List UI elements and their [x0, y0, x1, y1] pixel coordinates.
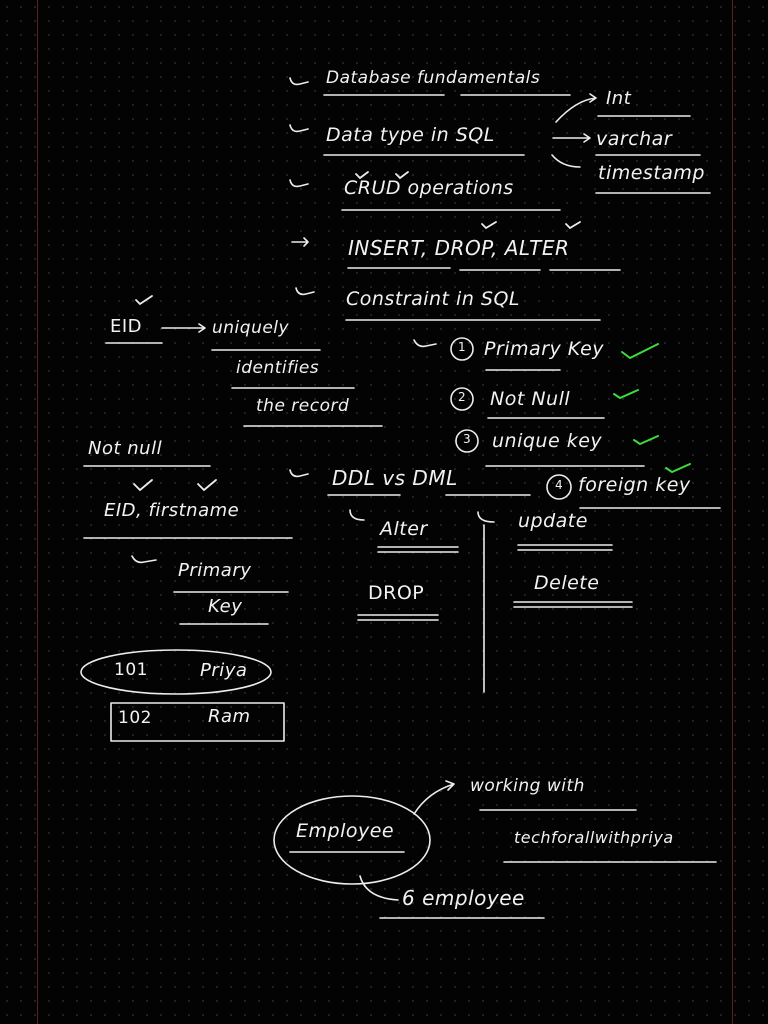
bullet-constraint: Constraint in SQL	[346, 288, 521, 310]
constraint-unique-key: unique key	[492, 430, 603, 452]
constraint-primary-key: Primary Key	[484, 338, 605, 360]
eid-line-uniquely: uniquely	[212, 318, 290, 338]
ddl-drop: DROP	[368, 582, 425, 604]
datatype-timestamp: timestamp	[598, 162, 705, 184]
right-margin-line	[732, 0, 733, 1024]
constraint-number-3: 3	[463, 432, 472, 446]
record-1-id: 101	[114, 660, 148, 680]
eid-line-identifies: identifies	[236, 358, 320, 378]
notnull-label: Not null	[88, 438, 163, 459]
employee-working-with: working with	[470, 776, 585, 796]
constraint-not-null: Not Null	[490, 388, 571, 410]
constraint-foreign-key: foreign key	[578, 474, 691, 496]
bullet-data-type: Data type in SQL	[326, 124, 495, 146]
dml-delete: Delete	[534, 572, 600, 594]
ddl-alter: Alter	[380, 518, 428, 540]
employee-label: Employee	[296, 820, 395, 842]
employee-count: 6 employee	[402, 886, 525, 910]
datatype-varchar: varchar	[596, 128, 673, 150]
constraint-number-4: 4	[555, 478, 564, 492]
constraint-number-1: 1	[458, 340, 467, 354]
record-2-name: Ram	[208, 706, 251, 727]
notnull-fields: EID, firstname	[104, 500, 240, 521]
left-margin-line	[37, 0, 38, 1024]
bullet-ddl-vs-dml: DDL vs DML	[332, 466, 458, 490]
datatype-int: Int	[606, 88, 632, 109]
eid-line-record: the record	[256, 396, 350, 416]
primary-key-line1: Primary	[178, 560, 252, 581]
record-1-name: Priya	[200, 660, 248, 681]
bullet-crud: CRUD operations	[344, 177, 514, 199]
primary-key-line2: Key	[208, 596, 243, 617]
dml-update: update	[518, 510, 588, 532]
eid-label: EID	[110, 316, 143, 337]
constraint-number-2: 2	[458, 390, 467, 404]
bullet-database-fundamentals: Database fundamentals	[326, 68, 541, 88]
bullet-insert-drop-alter: INSERT, DROP, ALTER	[348, 236, 570, 260]
employee-company: techforallwithpriya	[514, 828, 674, 847]
record-2-id: 102	[118, 708, 152, 728]
